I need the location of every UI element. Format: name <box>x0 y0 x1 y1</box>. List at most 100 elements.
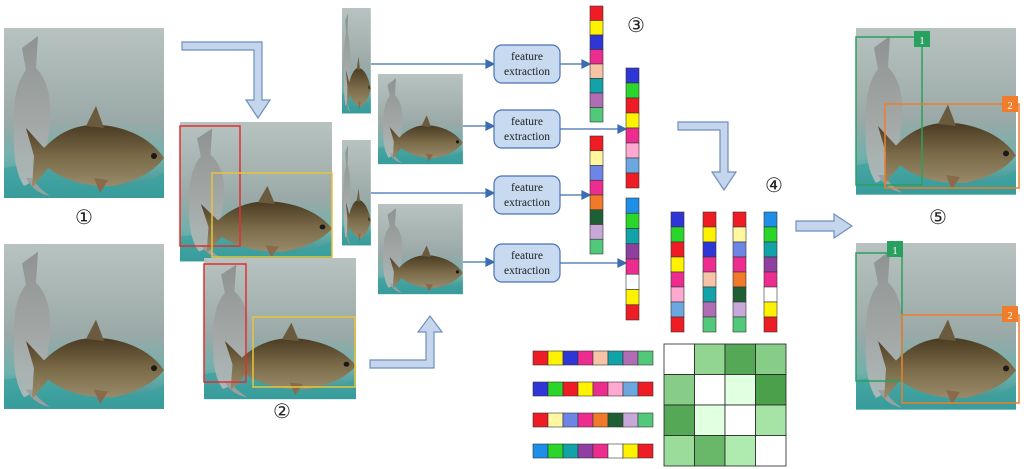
matrix-row-vector-3-cell <box>532 412 549 428</box>
matrix-row-vector-4-cell <box>592 443 609 459</box>
feature-box-3-line1: feature <box>511 182 543 194</box>
similarity-cell <box>663 435 695 467</box>
matrix-row-vector-3-cell <box>622 412 639 428</box>
feature-vector-c-cell <box>589 150 604 166</box>
matrix-row-vector-2-cell <box>577 381 594 397</box>
matrix-row-vector-3-cell <box>562 412 579 428</box>
similarity-cell <box>663 343 695 375</box>
feature-box-2-line2: extraction <box>504 131 550 143</box>
matrix-row-vector-1-cell <box>562 350 579 366</box>
matrix-col-vector-1-cell <box>670 316 685 333</box>
feature-vector-c-cell <box>589 209 604 225</box>
track-id-badge-2-bottom <box>1002 306 1018 322</box>
matrix-row-vector-1-cell <box>592 350 609 366</box>
flow-arrow-1 <box>181 41 272 120</box>
matrix-col-vector-4-cell <box>763 226 778 243</box>
matrix-col-vector-3-cell <box>732 301 747 318</box>
feature-vector-d-cell <box>625 273 640 290</box>
step-1-label: ① <box>75 207 93 229</box>
matrix-col-vector-3-cell <box>732 271 747 288</box>
similarity-cell <box>694 343 726 375</box>
matrix-col-vector-4-cell <box>763 241 778 258</box>
feature-vector-b-cell <box>625 67 640 84</box>
matrix-col-vector-4-cell <box>763 211 778 228</box>
matrix-row-vector-4-cell <box>547 443 564 459</box>
similarity-cell <box>694 404 726 436</box>
feature-box-2: feature extraction <box>493 109 561 149</box>
crop-2 <box>378 74 463 165</box>
flow-arrow-4 <box>795 212 854 240</box>
matrix-row-vector-1-cell <box>577 350 594 366</box>
step-2-label: ② <box>273 401 291 423</box>
matrix-col-vector-3-cell <box>732 286 747 303</box>
feature-vector-a-cell <box>589 5 604 21</box>
similarity-cell <box>724 343 756 375</box>
feature-vector-c-cell <box>589 135 604 152</box>
feature-vector-c-cell <box>589 224 604 240</box>
track-id-1-top: 1 <box>919 35 925 47</box>
track-box-2-top <box>884 103 1020 189</box>
flow-arrow-3 <box>677 121 738 192</box>
matrix-row-vector-3-cell <box>637 412 654 428</box>
detection-frame-bottom <box>203 258 356 400</box>
matrix-col-vector-2-cell <box>702 211 717 228</box>
matrix-col-vector-1-cell <box>670 286 685 303</box>
matrix-col-vector-1-cell <box>670 256 685 273</box>
matrix-col-vector-3-cell <box>732 256 747 273</box>
matrix-col-vector-3-cell <box>732 241 747 258</box>
similarity-cell <box>663 374 695 406</box>
matrix-col-vector-3-cell <box>732 211 747 228</box>
similarity-cell <box>724 374 756 406</box>
matrix-row-vector-1-cell <box>637 350 654 366</box>
similarity-cell <box>755 404 787 436</box>
matrix-col-vector-1-cell <box>670 226 685 243</box>
matrix-col-vector-4-cell <box>763 286 778 303</box>
crop-3 <box>342 140 371 246</box>
matrix-col-vector-2-cell <box>702 226 717 243</box>
detection-frame-top <box>179 122 333 262</box>
similarity-cell <box>755 343 787 375</box>
detection-box-red-bottom <box>203 263 247 383</box>
matrix-col-vector-1-cell <box>670 211 685 228</box>
feature-vector-c-cell <box>589 179 604 196</box>
input-frame-top <box>4 28 164 198</box>
feature-vector-c-cell <box>589 165 604 181</box>
matrix-row-vector-4-cell <box>622 443 639 459</box>
similarity-cell <box>694 435 726 467</box>
feature-box-4-line2: extraction <box>504 265 550 277</box>
feature-vector-d-cell <box>625 228 640 245</box>
matrix-row-vector-2-cell <box>637 381 654 397</box>
matrix-row-vector-2-cell <box>607 381 624 397</box>
feature-connectors <box>560 59 628 268</box>
matrix-row-vector-2-cell <box>532 381 549 397</box>
matrix-col-vector-3-cell <box>732 316 747 333</box>
matrix-col-vector-3-cell <box>732 226 747 243</box>
matrix-col-vector-2-cell <box>702 256 717 273</box>
track-id-2-top: 2 <box>1007 100 1013 112</box>
feature-vector-d-cell <box>625 197 640 214</box>
matrix-row-vector-2-cell <box>547 381 564 397</box>
matrix-col-vector-1-cell <box>670 271 685 288</box>
feature-vector-b-cell <box>625 127 640 144</box>
feature-vector-b-cell <box>625 157 640 174</box>
input-frame-bottom <box>4 244 164 409</box>
track-id-2-bottom: 2 <box>1007 310 1013 322</box>
feature-vector-b-cell <box>625 142 640 159</box>
similarity-cell <box>663 404 695 436</box>
detection-box-yellow-top <box>211 172 333 258</box>
feature-vector-c-cell <box>589 238 604 255</box>
feature-box-3-line2: extraction <box>504 197 550 209</box>
tracked-frame-bottom: 1 2 <box>855 241 1020 410</box>
track-id-1-bottom: 1 <box>892 245 898 257</box>
matrix-col-vector-2-cell <box>702 271 717 288</box>
matrix-row-vector-1-cell <box>622 350 639 366</box>
feature-vector-d-cell <box>625 243 640 260</box>
feature-vector-a-cell <box>589 63 604 79</box>
matrix-col-vector-4-cell <box>763 256 778 273</box>
matrix-col-vector-1-cell <box>670 301 685 318</box>
track-box-2-bottom <box>901 314 1020 404</box>
matrix-col-vector-2-cell <box>702 286 717 303</box>
flow-arrow-2 <box>369 315 444 369</box>
